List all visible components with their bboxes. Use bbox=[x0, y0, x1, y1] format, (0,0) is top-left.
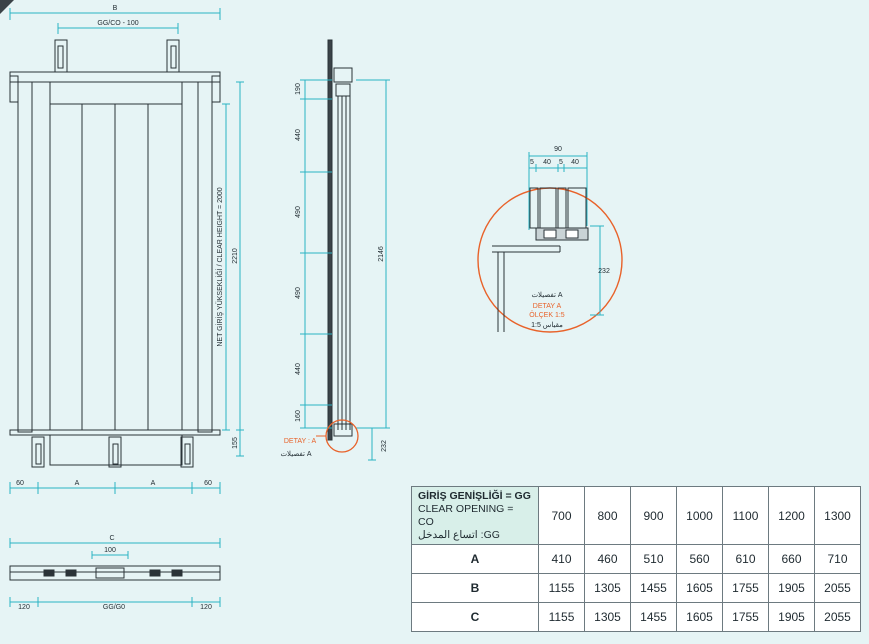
detail-top-40b: 40 bbox=[571, 159, 579, 166]
table-cell: 2055 bbox=[814, 602, 861, 632]
front-elevation bbox=[0, 0, 244, 494]
row-label: B bbox=[411, 573, 539, 603]
header-gg-label: GİRİŞ GENİŞLİĞİ = GG bbox=[418, 490, 531, 502]
gg-co-label: GG/CO - 100 bbox=[97, 20, 138, 27]
table-cell: 510 bbox=[630, 544, 677, 574]
table-cell: 460 bbox=[584, 544, 631, 574]
table-cell: 1905 bbox=[768, 573, 815, 603]
table-cell: 1305 bbox=[584, 573, 631, 603]
table-cell: 2055 bbox=[814, 573, 861, 603]
table-cell: 1155 bbox=[538, 602, 585, 632]
table-cell: 1305 bbox=[584, 602, 631, 632]
column-header: 700 bbox=[538, 486, 585, 545]
front-elevation-labels: B GG/CO - 100 NET GİRİŞ YÜKSEKLİĞİ / CLE… bbox=[16, 5, 239, 487]
total-height-label: 2210 bbox=[232, 248, 239, 264]
detail-label-en-1: DETAY A bbox=[533, 303, 562, 310]
side-section bbox=[300, 39, 390, 461]
table-cell: 660 bbox=[768, 544, 815, 574]
detail-top-5a: 5 bbox=[530, 159, 534, 166]
table-row-b: B 1155 1305 1455 1605 1755 1905 2055 bbox=[411, 573, 861, 603]
detail-top-5b: 5 bbox=[559, 159, 563, 166]
dim-190: 190 bbox=[295, 83, 302, 95]
column-header: 1000 bbox=[676, 486, 723, 545]
table-cell: 410 bbox=[538, 544, 585, 574]
bottom-right-label: 60 bbox=[204, 480, 212, 487]
table-cell: 1905 bbox=[768, 602, 815, 632]
table-cell: 710 bbox=[814, 544, 861, 574]
side-section-labels: 190 440 490 490 440 160 2146 232 DETAY :… bbox=[280, 83, 388, 458]
plan-view-labels: C 100 120 GG/G0 120 bbox=[18, 535, 212, 611]
detail-a-marker: DETAY : A bbox=[284, 438, 317, 445]
table-cell: 1755 bbox=[722, 602, 769, 632]
detail-top-40a: 40 bbox=[543, 159, 551, 166]
header-co-label: CLEAR OPENING = CO bbox=[418, 503, 514, 528]
column-header: 800 bbox=[584, 486, 631, 545]
column-header: 900 bbox=[630, 486, 677, 545]
detail-label-en-2: ÖLÇEK 1:5 bbox=[529, 311, 565, 319]
plan-mid-label: GG/G0 bbox=[103, 604, 125, 611]
opening-size-table: GİRİŞ GENİŞLİĞİ = GG CLEAR OPENING = CO … bbox=[411, 486, 861, 632]
detail-label-ar-1: تفصيلات A bbox=[531, 291, 562, 299]
table-cell: 1605 bbox=[676, 573, 723, 603]
step-height-label: 155 bbox=[232, 437, 239, 449]
detail-label-ar-2: مقياس 1:5 bbox=[531, 321, 563, 329]
detail-a-labels: 90 5 40 5 40 232 تفصيلات A DETAY A ÖLÇEK… bbox=[529, 146, 610, 329]
dim-490-bottom: 490 bbox=[295, 287, 302, 299]
detail-top-90: 90 bbox=[554, 146, 562, 153]
table-row-c: C 1155 1305 1455 1605 1755 1905 2055 bbox=[411, 602, 861, 632]
table-row-a: A 410 460 510 560 610 660 710 bbox=[411, 544, 861, 574]
table-header-cell: GİRİŞ GENİŞLİĞİ = GG CLEAR OPENING = CO … bbox=[411, 486, 539, 545]
row-label: A bbox=[411, 544, 539, 574]
b-width-label: B bbox=[113, 5, 118, 12]
panel-a-label-1: A bbox=[75, 480, 80, 487]
dim-232-bottom: 232 bbox=[381, 440, 388, 452]
table-cell: 1155 bbox=[538, 573, 585, 603]
dim-2146: 2146 bbox=[378, 246, 385, 262]
detail-a-marker-ar: تفصيلات A bbox=[280, 450, 311, 458]
table-cell: 1455 bbox=[630, 573, 677, 603]
table-cell: 1455 bbox=[630, 602, 677, 632]
table-cell: 610 bbox=[722, 544, 769, 574]
plan-c-label: C bbox=[109, 535, 114, 542]
table-cell: 560 bbox=[676, 544, 723, 574]
column-header: 1200 bbox=[768, 486, 815, 545]
dim-490-top: 490 bbox=[295, 206, 302, 218]
detail-a bbox=[477, 152, 623, 333]
table-cell: 1755 bbox=[722, 573, 769, 603]
table-cell: 1605 bbox=[676, 602, 723, 632]
plan-view bbox=[9, 538, 221, 607]
plan-center-label: 100 bbox=[104, 547, 116, 554]
column-header: 1100 bbox=[722, 486, 769, 545]
bottom-left-label: 60 bbox=[16, 480, 24, 487]
dim-160: 160 bbox=[295, 410, 302, 422]
column-header: 1300 bbox=[814, 486, 861, 545]
header-ar-label: اتساع المدخل :GG bbox=[418, 529, 500, 541]
clear-height-label: NET GİRİŞ YÜKSEKLİĞİ / CLEAR HEIGHT = 20… bbox=[215, 187, 224, 346]
dim-440-top: 440 bbox=[295, 129, 302, 141]
plan-left-label: 120 bbox=[18, 604, 30, 611]
panel-a-label-2: A bbox=[151, 480, 156, 487]
plan-right-label: 120 bbox=[200, 604, 212, 611]
dim-440-bottom: 440 bbox=[295, 363, 302, 375]
row-label: C bbox=[411, 602, 539, 632]
detail-side-232: 232 bbox=[598, 268, 610, 275]
